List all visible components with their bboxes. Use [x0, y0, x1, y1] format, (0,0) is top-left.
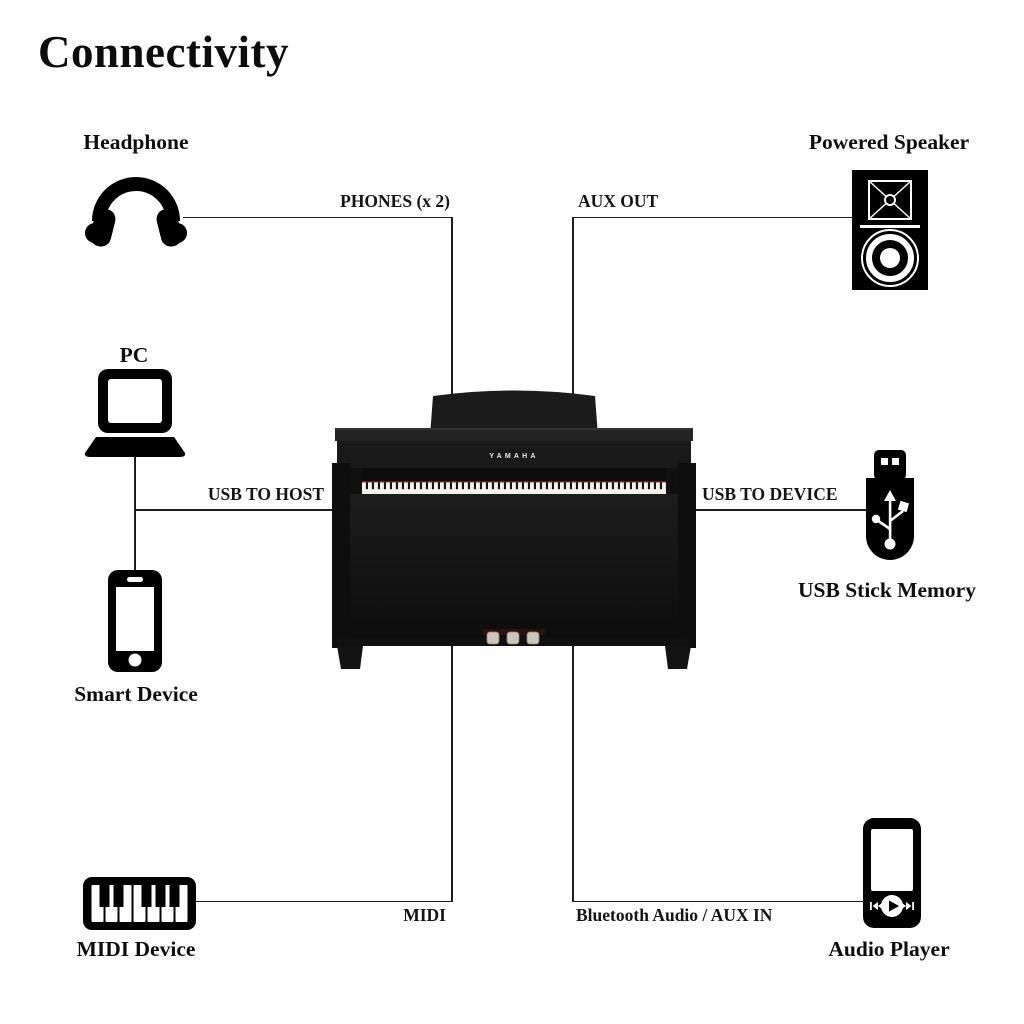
usb-stick-memory-label: USB Stick Memory [798, 578, 976, 602]
port-label-usb-to-host: USB TO HOST [207, 484, 324, 504]
line-aux-out-vertical [572, 216, 574, 395]
audio-player-icon [863, 818, 921, 928]
audio-player-label: Audio Player [828, 937, 950, 961]
line-aux-out-horizontal [572, 216, 854, 219]
line-midi-vertical [451, 645, 453, 902]
powered-speaker-label: Powered Speaker [808, 130, 970, 154]
piano-pedals [486, 631, 540, 645]
line-phones-vertical [451, 216, 453, 395]
line-bluetooth-horizontal [572, 900, 866, 903]
headphones-icon [85, 177, 187, 247]
midi-device-label: MIDI Device [76, 937, 196, 961]
powered-speaker-icon [852, 170, 928, 290]
headphone-label: Headphone [83, 130, 189, 154]
piano-brand-logo: YAMAHA [489, 453, 538, 460]
line-bluetooth-vertical [572, 645, 574, 902]
pc-laptop-icon [84, 369, 186, 457]
digital-piano: YAMAHA [332, 390, 696, 669]
piano-music-rest [430, 390, 598, 436]
line-pc-to-smart-device [134, 454, 136, 573]
port-label-bluetooth-aux-in: Bluetooth Audio / AUX IN [576, 905, 773, 925]
line-usb-to-host [134, 509, 336, 511]
midi-keyboard-icon [83, 877, 196, 930]
line-phones-horizontal [183, 216, 452, 219]
piano-keyboard [362, 482, 668, 494]
pc-label: PC [119, 343, 149, 367]
page-title: Connectivity [38, 27, 289, 77]
port-label-midi: MIDI [403, 905, 446, 925]
port-label-aux-out: AUX OUT [578, 191, 659, 211]
smart-device-label: Smart Device [74, 682, 198, 706]
smart-device-icon [108, 570, 162, 672]
port-label-phones: PHONES (x 2) [340, 191, 450, 211]
usb-stick-icon [866, 450, 914, 560]
line-usb-to-device [690, 509, 866, 511]
line-midi-horizontal [195, 900, 453, 903]
port-label-usb-to-device: USB TO DEVICE [702, 484, 838, 504]
